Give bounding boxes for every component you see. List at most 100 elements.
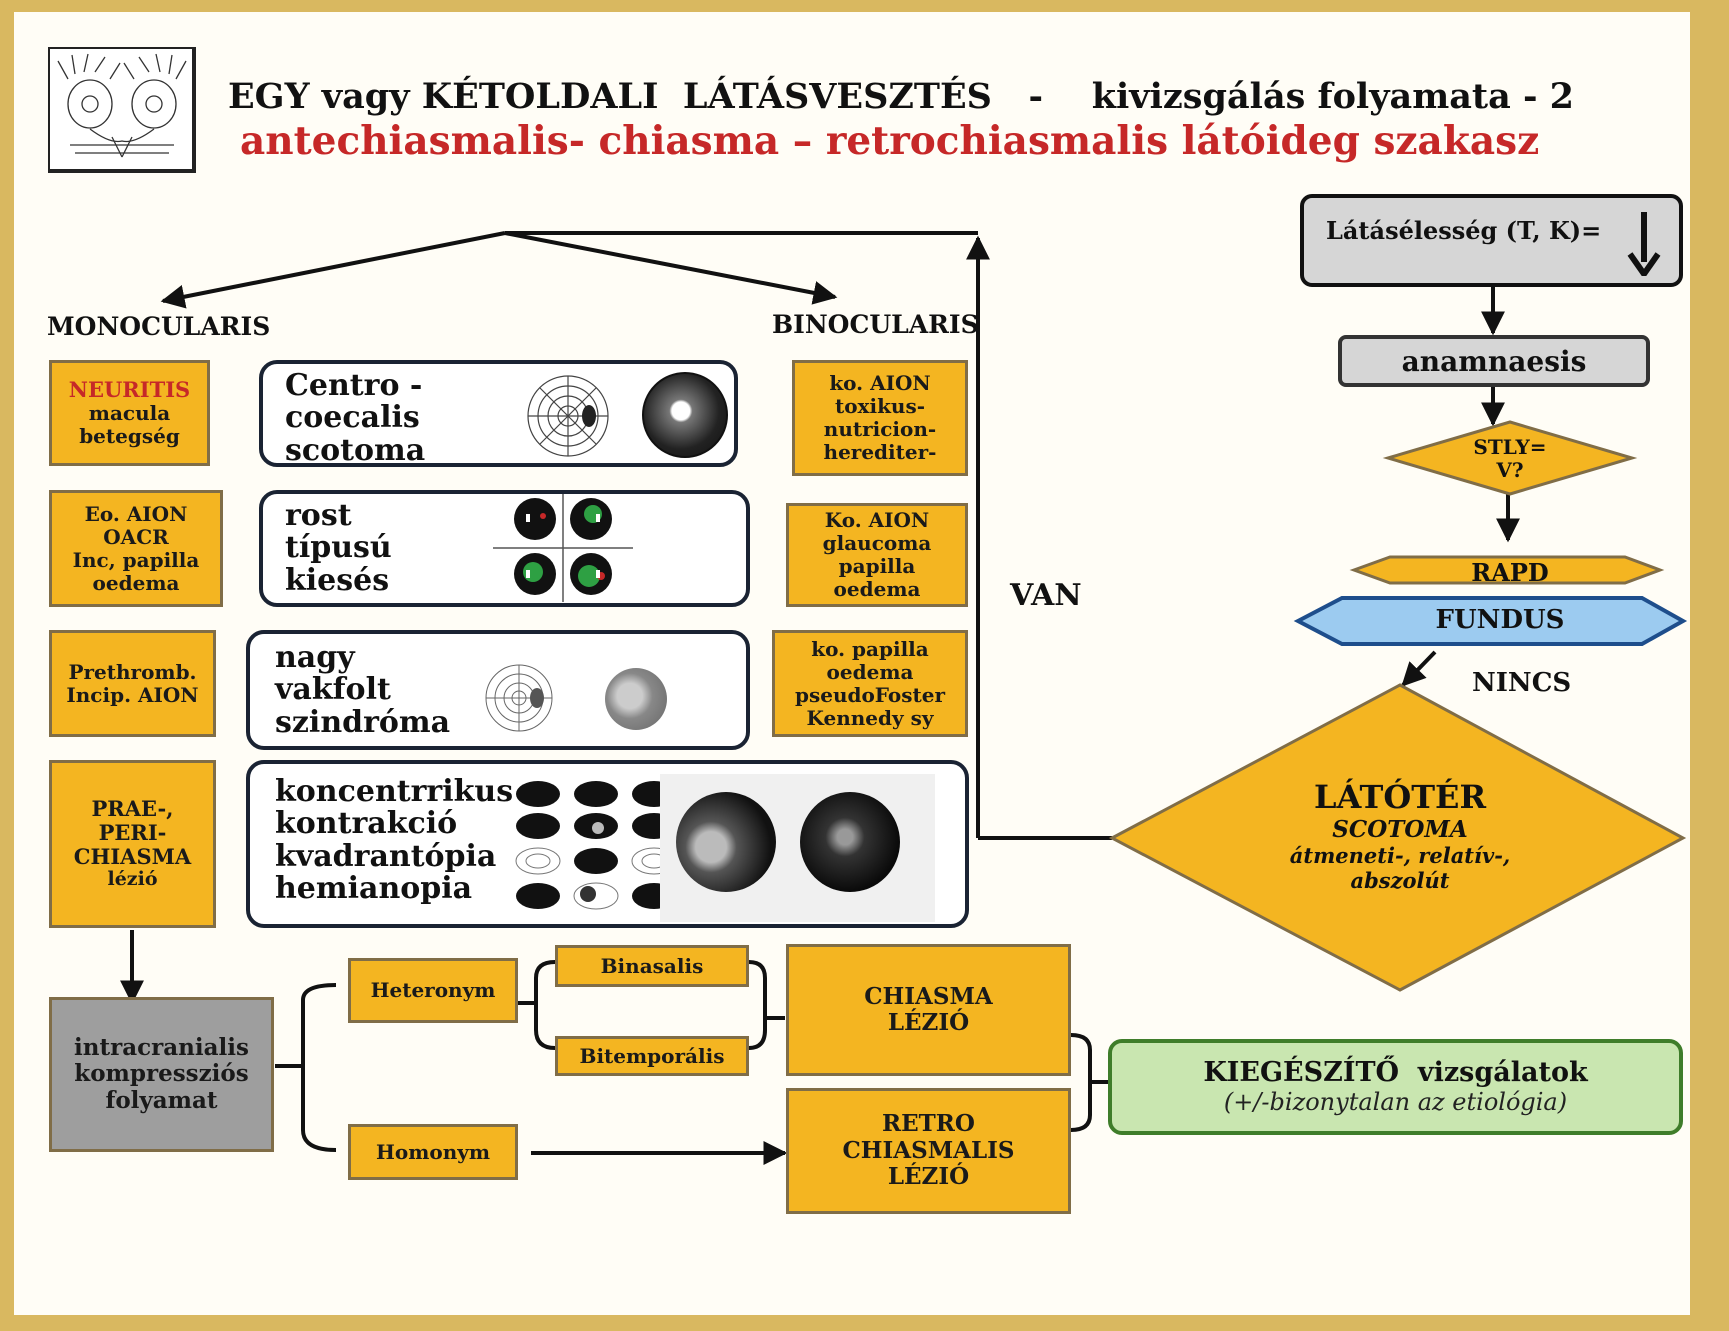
latas-box: Látásélesség (T, K)=: [1300, 194, 1683, 287]
fundus-label: FUNDUS: [1435, 605, 1565, 635]
perimetry-grid-icon: [485, 664, 553, 732]
bino-box-ko-aion: ko. AION toxikus- nutricion- herediter-: [792, 360, 968, 476]
field-print-panel: [660, 774, 935, 922]
neuritis-text: NEURITIS: [68, 376, 191, 402]
rapd-label: RAPD: [1471, 558, 1549, 587]
intracranial-line: intracranialis: [74, 1033, 249, 1061]
vf-label-line: típusú: [285, 530, 392, 566]
vf-label: Centro - coecalis scotoma: [285, 368, 426, 468]
page-subtitle: antechiasmalis- chiasma – retrochiasmali…: [240, 118, 1540, 164]
mono-box-line: Eo. AION: [84, 501, 188, 526]
vf-row-kontrakcio: koncentrrikus kontrakció kvadrantópia he…: [246, 760, 969, 928]
mono-box-eo-aion: Eo. AION OACR Inc, papilla oedema: [49, 490, 223, 607]
latoter-label: LÁTÓTÉR: [1313, 778, 1487, 816]
vf-label: nagy vakfolt szindróma: [275, 640, 451, 740]
vf-row-vakfolt: nagy vakfolt szindróma: [246, 630, 750, 750]
anamnaesis-label: anamnaesis: [1401, 344, 1587, 378]
mono-box-line: lézió: [107, 868, 158, 891]
heteronym-box: Heteronym: [348, 958, 518, 1023]
kiegeszito-note: (+/-bizonytalan az etiológia): [1223, 1088, 1568, 1116]
bino-box-line: ko. papilla: [811, 636, 929, 661]
vf-row-centrocoecalis: Centro - coecalis scotoma: [259, 360, 738, 467]
anatomy-logo: [48, 47, 196, 173]
bitemporalis-box: Bitemporális: [555, 1036, 749, 1076]
bino-box-line: oedema: [833, 577, 921, 601]
greyscale-field-icon: [642, 372, 728, 458]
vf-label-line: vakfolt: [275, 672, 391, 708]
latas-label: Látásélesség (T, K)=: [1326, 216, 1602, 245]
intracranial-line: kompressziós: [74, 1060, 249, 1088]
bino-box-line: nutricion-: [823, 417, 937, 441]
vf-label-line: scotoma: [285, 432, 426, 468]
vf-label-line: nagy: [275, 640, 355, 675]
mono-box-line: OACR: [103, 524, 169, 549]
mono-box-line: oedema: [92, 570, 180, 595]
mono-box-line: PERI-: [98, 820, 167, 845]
mono-box-neuritis: NEURITIS macula betegség: [49, 360, 210, 466]
bino-box-papilla: ko. papilla oedema pseudoFoster Kennedy …: [772, 630, 968, 737]
vf-label-line: koncentrrikus: [275, 774, 514, 809]
bino-box-line: glaucoma: [822, 531, 932, 555]
retro-lezio-box: RETRO CHIASMALIS LÉZIÓ: [786, 1088, 1071, 1214]
scotoma-label: SCOTOMA: [1332, 816, 1468, 843]
intracranial-box: intracranialis kompressziós folyamat: [49, 997, 274, 1152]
field-series-icon: [515, 781, 677, 910]
bino-box-line: oedema: [826, 659, 914, 684]
stly-line: STLY=: [1473, 435, 1547, 459]
homonym-label: Homonym: [375, 1139, 491, 1164]
binasalis-box: Binasalis: [555, 945, 749, 987]
mono-box-line: Incip. AION: [66, 682, 199, 707]
vf-label-line: coecalis: [285, 400, 420, 436]
kiegeszito-title: KIEGÉSZÍTŐ vizsgálatok: [1203, 1057, 1588, 1088]
mono-box-prethromb: Prethromb. Incip. AION: [49, 630, 216, 737]
chiasma-line: CHIASMA: [864, 982, 993, 1010]
retro-line: LÉZIÓ: [887, 1163, 970, 1191]
bitemporalis-label: Bitemporális: [579, 1043, 725, 1068]
latoter-text: LÁTÓTÉR SCOTOMA átmeneti-, relatív-, abs…: [1200, 778, 1600, 893]
vf-label-line: hemianopia: [275, 871, 473, 907]
vf-label-line: Centro -: [285, 368, 423, 403]
mono-box-line: Prethromb.: [68, 659, 197, 684]
intracranial-line: folyamat: [105, 1086, 218, 1114]
vf-row-rost: rost típusú kiesés: [259, 490, 750, 607]
perimetry-grid-icon: [527, 375, 609, 457]
bino-box-line: ko. AION: [829, 371, 931, 395]
vf-label-line: kvadrantópia: [275, 838, 497, 874]
van-label: VAN: [1010, 578, 1082, 613]
mono-box-line: PRAE-,: [91, 795, 174, 821]
anamnaesis-box: anamnaesis: [1338, 335, 1650, 387]
vf-label-line: szindróma: [275, 704, 451, 740]
scotoma-type-line: abszolút: [1350, 868, 1450, 893]
bino-box-line: herediter-: [823, 440, 937, 464]
heteronym-label: Heteronym: [370, 978, 496, 1002]
bino-box-glaucoma: Ko. AION glaucoma papilla oedema: [786, 503, 968, 607]
vf-label: rost típusú kiesés: [285, 498, 392, 598]
mono-box-line: CHIASMA: [73, 844, 192, 870]
kiegeszito-box: KIEGÉSZÍTŐ vizsgálatok (+/-bizonytalan a…: [1108, 1039, 1683, 1135]
vf-label-line: kiesés: [285, 562, 390, 598]
bino-box-line: Kennedy sy: [806, 705, 934, 730]
vf-label: koncentrrikus kontrakció kvadrantópia he…: [275, 774, 514, 907]
mono-box-line: macula: [88, 401, 171, 426]
greyscale-field-icon: [800, 792, 900, 892]
bino-box-line: papilla: [838, 554, 916, 578]
stly-line: V?: [1496, 458, 1524, 482]
stly-label: STLY= V?: [1460, 436, 1560, 482]
mono-box-chiasma: PRAE-, PERI- CHIASMA lézió: [49, 760, 216, 928]
page-title: EGY vagy KÉTOLDALI LÁTÁSVESZTÉS - kivizs…: [228, 76, 1575, 117]
greyscale-field-icon: [676, 792, 776, 892]
retro-line: RETRO: [882, 1110, 975, 1138]
bino-box-line: toxikus-: [834, 394, 926, 418]
binasalis-label: Binasalis: [600, 953, 704, 978]
scotoma-type-line: átmeneti-, relatív-,: [1289, 843, 1511, 868]
retro-line: CHIASMALIS: [842, 1136, 1015, 1164]
down-arrow-icon: [1627, 212, 1661, 276]
greyscale-field-icon: [605, 668, 667, 730]
quadrant-fields-icon: [493, 494, 633, 602]
chiasma-line: LÉZIÓ: [887, 1009, 970, 1036]
bino-box-line: Ko. AION: [824, 508, 930, 532]
vf-label-line: rost: [285, 498, 352, 533]
nincs-label: NINCS: [1472, 668, 1572, 698]
